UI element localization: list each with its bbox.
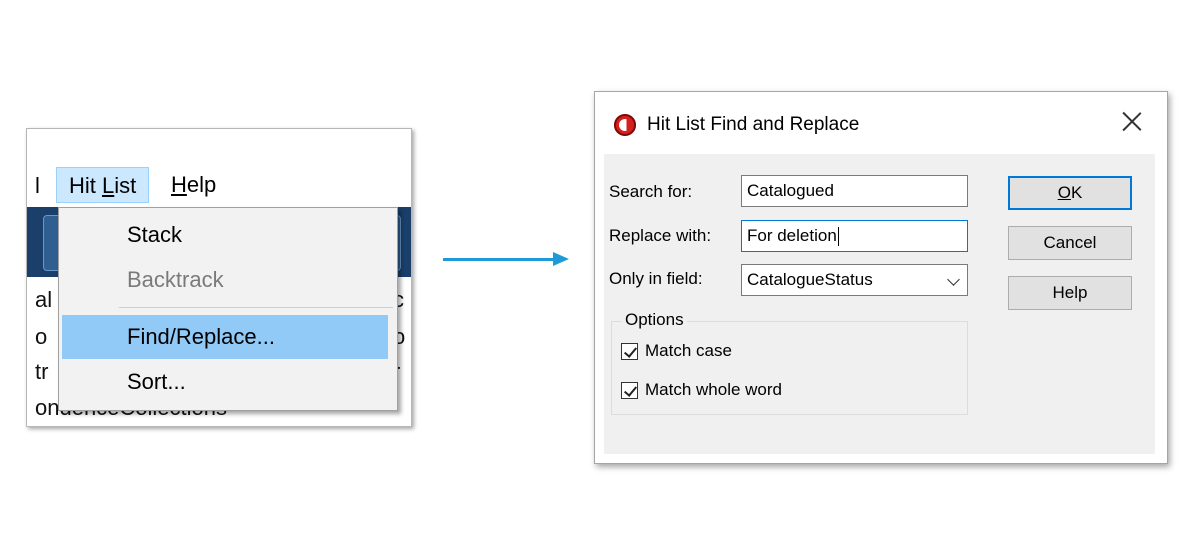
menu-item-find-replace[interactable]: Find/Replace... — [62, 315, 388, 359]
menu-item-label: Stack — [127, 222, 183, 247]
menu-hit-list-label: Hit List — [69, 173, 137, 198]
background-text: o — [35, 324, 48, 349]
cancel-button-label: Cancel — [1043, 233, 1097, 252]
help-button-label: Help — [1052, 283, 1088, 302]
menu-hit-list[interactable]: Hit List — [56, 167, 150, 203]
dialog-title-bar: Hit List Find and Replace — [595, 92, 1167, 156]
arrow-right-icon — [443, 258, 555, 261]
text-caret — [837, 227, 839, 247]
find-replace-dialog: Hit List Find and Replace Search for: Ca… — [594, 91, 1168, 464]
app-logo-icon — [614, 114, 636, 136]
menu-item-label: Find/Replace... — [127, 324, 275, 349]
menu-screenshot: l Hit List Help al c o o tr r ondenceCol… — [26, 128, 412, 427]
background-text: al — [35, 287, 53, 312]
replace-with-input[interactable]: For deletion — [741, 220, 968, 252]
dialog-content: Search for: Catalogued Replace with: For… — [604, 154, 1155, 454]
cancel-button[interactable]: Cancel — [1008, 226, 1132, 260]
match-whole-word-checkbox[interactable] — [621, 382, 638, 399]
menu-bar-fragment: l — [35, 173, 40, 198]
arrow-head-icon — [553, 252, 569, 266]
menu-separator — [119, 307, 393, 308]
replace-with-value: For deletion — [747, 226, 837, 245]
help-button[interactable]: Help — [1008, 276, 1132, 310]
only-in-field-label: Only in field: — [609, 269, 703, 288]
replace-with-label: Replace with: — [609, 226, 712, 245]
background-text: c — [393, 287, 404, 312]
match-whole-word-label[interactable]: Match whole word — [645, 380, 783, 399]
match-case-label[interactable]: Match case — [645, 341, 732, 360]
menu-item-stack[interactable]: Stack — [59, 213, 397, 257]
match-case-checkbox[interactable] — [621, 343, 638, 360]
close-icon[interactable] — [1121, 110, 1143, 132]
search-for-input[interactable]: Catalogued — [741, 175, 968, 207]
only-in-field-select[interactable]: CatalogueStatus — [741, 264, 968, 296]
dialog-title: Hit List Find and Replace — [647, 114, 860, 135]
ok-button-label: OK — [1057, 183, 1083, 202]
menu-help-label: Help — [171, 172, 217, 197]
ok-button[interactable]: OK — [1008, 176, 1132, 210]
menu-item-sort[interactable]: Sort... — [59, 360, 397, 404]
menu-item-backtrack: Backtrack — [59, 258, 397, 302]
menu-help[interactable]: Help — [159, 167, 228, 203]
menu-item-label: Backtrack — [127, 267, 224, 292]
menu-item-label: Sort... — [127, 369, 186, 394]
options-group — [611, 321, 968, 415]
menu-bar: l Hit List Help — [27, 167, 411, 203]
chevron-down-icon — [947, 273, 960, 286]
options-group-label: Options — [622, 310, 687, 330]
search-for-label: Search for: — [609, 182, 693, 201]
only-in-field-value: CatalogueStatus — [747, 270, 873, 289]
background-text: tr — [35, 359, 49, 384]
search-for-value: Catalogued — [747, 181, 834, 200]
hit-list-dropdown-menu: Stack Backtrack Find/Replace... Sort... — [58, 207, 398, 411]
